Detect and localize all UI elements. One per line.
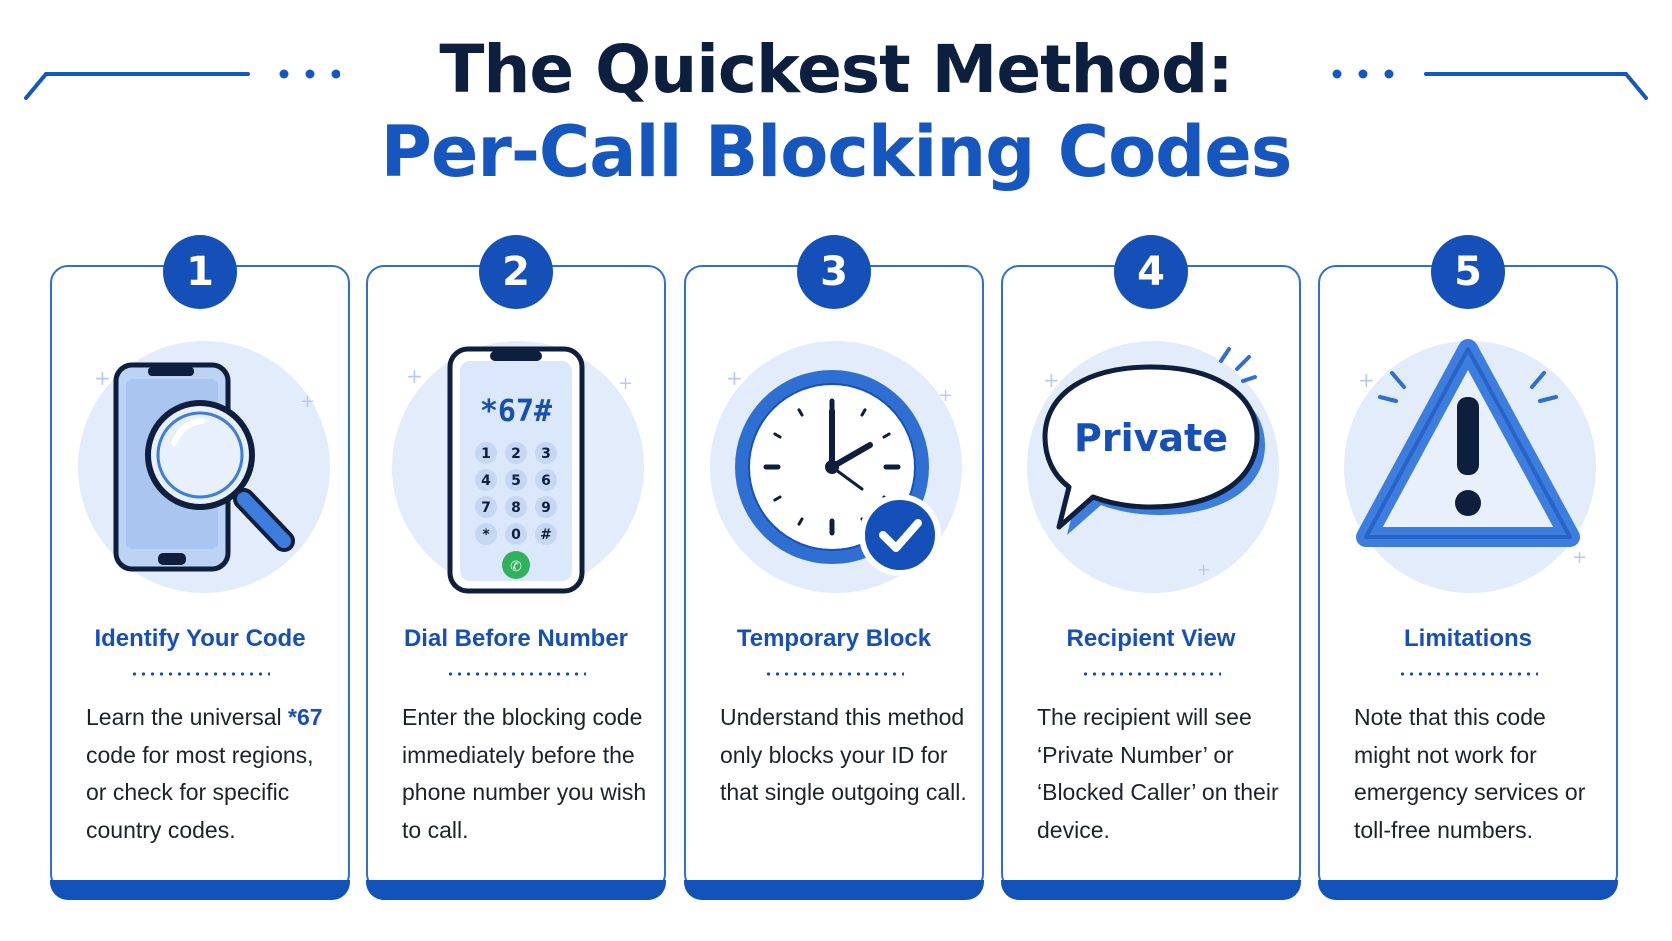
speech-bubble-icon: + + Private <box>1027 341 1279 593</box>
keypad-key <box>505 496 527 518</box>
clock-tick <box>882 432 891 439</box>
step-description: Note that this code might not work for e… <box>1354 704 1586 843</box>
keypad-key-label: # <box>540 527 552 543</box>
keypad-key <box>535 469 557 491</box>
keypad-key <box>475 496 497 518</box>
call-icon: ✆ <box>510 559 522 575</box>
svg-text:+: + <box>1572 547 1587 568</box>
clock-tick <box>860 408 867 417</box>
svg-text:+: + <box>94 366 111 390</box>
step-number-badge: 4 <box>1114 235 1188 309</box>
svg-text:+: + <box>1358 368 1375 392</box>
page-title: The Quickest Method: Per-Call Blocking C… <box>0 30 1672 194</box>
keypad-key <box>505 442 527 464</box>
step-number-badge: 3 <box>797 235 871 309</box>
card-bottom-bar <box>684 880 984 900</box>
code-highlight: *67 <box>288 704 323 730</box>
step-description: Learn the universal *67 code for most re… <box>86 704 323 843</box>
keypad-key-label: 5 <box>511 473 521 489</box>
keypad-key <box>535 496 557 518</box>
keypad-key <box>475 469 497 491</box>
svg-text:+: + <box>300 391 315 412</box>
svg-text:+: + <box>726 366 743 390</box>
step-number-badge: 2 <box>479 235 553 309</box>
step-title: Recipient View <box>1066 625 1236 652</box>
dotted-divider <box>1081 672 1221 676</box>
keypad-key-label: 2 <box>511 446 521 462</box>
step-card-2: 2 + + *67# 1 2 3 4 5 6 7 8 9 * 0 # ✆ Dial Before Nu… <box>366 235 666 900</box>
keypad-key-label: 7 <box>481 500 491 516</box>
keypad-key <box>475 523 497 545</box>
step-card-5: 5 + + Limitations Note that this code mi… <box>1318 235 1618 900</box>
step-description: The recipient will see ‘Private Number’ … <box>1037 704 1279 843</box>
left-decoration <box>24 69 340 100</box>
warning-triangle-icon: + + <box>1344 339 1596 593</box>
dotted-divider <box>130 672 270 676</box>
clock-tick <box>797 408 804 417</box>
keypad-key-label: 8 <box>511 500 521 516</box>
step-card-3: 3 + + Temporary Block Understand this me… <box>684 235 984 900</box>
phone-magnifier-icon: + + <box>78 341 330 593</box>
card-bottom-bar <box>1001 880 1301 900</box>
clock-check-icon: + + <box>710 341 962 593</box>
clock-tick <box>797 517 804 526</box>
dialed-code: *67# <box>480 394 552 429</box>
step-card-1: 1 + + Identify Your Code Learn the unive… <box>50 235 350 900</box>
keypad-key-label: 1 <box>481 446 491 462</box>
keypad-key-label: 4 <box>481 473 491 489</box>
clock-ticks <box>763 398 901 536</box>
step-title: Temporary Block <box>736 625 932 652</box>
dotted-divider <box>446 672 586 676</box>
step-number-badge: 5 <box>1431 235 1505 309</box>
svg-text:+: + <box>938 385 953 406</box>
keypad: 1 2 3 4 5 6 7 8 9 * 0 # <box>475 442 557 545</box>
title-line-1: The Quickest Method: <box>439 31 1233 108</box>
step-title: Dial Before Number <box>403 625 629 652</box>
step-card-4: 4 + + Private Recipient View The recipie… <box>1001 235 1301 900</box>
dotted-divider <box>1398 672 1538 676</box>
step-title: Limitations <box>1403 625 1532 652</box>
keypad-key-label: 0 <box>511 527 521 543</box>
svg-text:+: + <box>1043 368 1060 392</box>
title-line-2: Per-Call Blocking Codes <box>380 111 1293 193</box>
keypad-key-label: 3 <box>541 446 551 462</box>
keypad-key-label: 9 <box>541 500 551 516</box>
clock-tick <box>773 432 782 439</box>
card-bottom-bar <box>50 880 350 900</box>
keypad-key-label: * <box>482 527 490 543</box>
bubble-text: Private <box>1074 416 1228 460</box>
keypad-key <box>535 442 557 464</box>
keypad-key <box>505 469 527 491</box>
svg-text:+: + <box>1197 560 1210 579</box>
step-description: Enter the blocking code immediately befo… <box>402 704 647 843</box>
step-title: Identify Your Code <box>94 625 306 652</box>
card-bottom-bar <box>366 880 666 900</box>
steps-row: 1 + + Identify Your Code Learn the unive… <box>50 235 1630 900</box>
clock-tick <box>773 495 782 502</box>
right-decoration <box>1332 69 1648 100</box>
svg-text:+: + <box>406 364 423 388</box>
keypad-key <box>505 523 527 545</box>
step-number-badge: 1 <box>163 235 237 309</box>
keypad-key <box>535 523 557 545</box>
card-bottom-bar <box>1318 880 1618 900</box>
dotted-divider <box>764 672 904 676</box>
phone-keypad-icon: + + *67# 1 2 3 4 5 6 7 8 9 * 0 # ✆ <box>392 341 644 594</box>
svg-text:+: + <box>618 373 633 394</box>
step-description: Understand this method only blocks your … <box>720 704 967 805</box>
keypad-key <box>475 442 497 464</box>
keypad-key-label: 6 <box>541 473 551 489</box>
